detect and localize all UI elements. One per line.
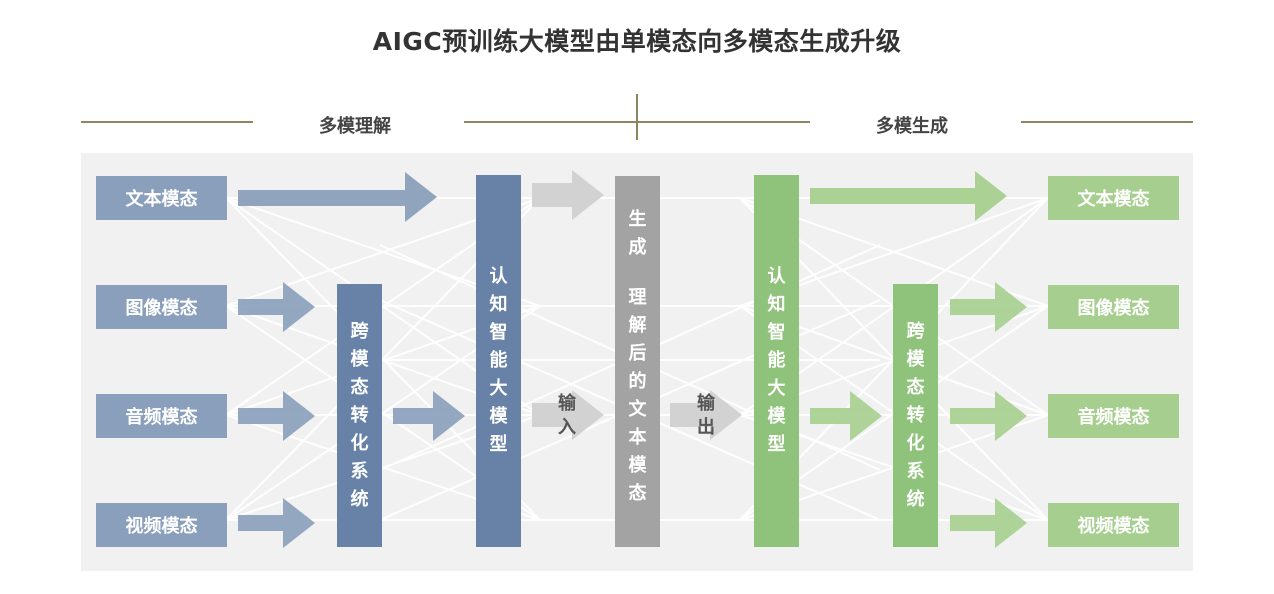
vertical-char: 型 (767, 434, 786, 455)
vertical-char: 理 (628, 287, 647, 308)
right-cross-modal-system: 跨模态转化系统 (893, 284, 938, 547)
vertical-char: 出 (697, 417, 715, 438)
arrow-image-output (950, 282, 1027, 332)
input-modality-image: 图像模态 (96, 285, 227, 329)
arrow-text-output (810, 171, 1007, 221)
vertical-char: 化 (350, 432, 369, 454)
arrow-output (670, 390, 742, 440)
vertical-char: 模 (628, 455, 647, 476)
right-cognitive-model: 认知智能大模型 (754, 175, 799, 547)
vertical-char: 文 (628, 399, 647, 420)
arrow-text-input (238, 172, 437, 222)
input-modality-text: 文本模态 (96, 176, 227, 220)
vertical-char: 输 (558, 393, 576, 414)
left-cognitive-model: 认知智能大模型 (476, 175, 521, 547)
input-modality-audio: 音频模态 (96, 394, 227, 438)
vertical-char: 系 (350, 460, 369, 482)
vertical-char: 统 (350, 488, 369, 510)
vertical-char: 大 (489, 378, 508, 399)
center-generate-label: 生成 (628, 206, 648, 262)
vertical-char: 智 (767, 322, 786, 343)
header-rule-right (1021, 121, 1193, 123)
center-understood-text-label: 理解后的文本模态 (628, 284, 648, 508)
arrow-input (532, 390, 604, 440)
vertical-char: 转 (350, 404, 369, 426)
arrow-audio-input (238, 391, 315, 441)
output-modality-audio: 音频模态 (1048, 394, 1179, 438)
vertical-char: 化 (906, 432, 925, 454)
arrow-model-to-cross (810, 391, 882, 441)
vertical-char: 解 (628, 315, 647, 336)
page-title: AIGC预训练大模型由单模态向多模态生成升级 (372, 27, 902, 56)
vertical-char: 入 (558, 417, 576, 438)
vertical-char: 态 (350, 376, 369, 398)
vertical-char: 模 (489, 406, 508, 427)
output-modality-text: 文本模态 (1048, 176, 1179, 220)
vertical-char: 认 (489, 266, 508, 287)
vertical-char: 本 (628, 427, 647, 448)
vertical-char: 能 (489, 350, 508, 371)
vertical-char: 转 (906, 404, 925, 426)
vertical-char: 态 (628, 483, 647, 504)
input-modality-video: 视频模态 (96, 503, 227, 547)
vertical-char: 知 (767, 294, 786, 315)
vertical-char: 能 (767, 350, 786, 371)
vertical-char: 知 (489, 294, 508, 315)
vertical-char: 大 (767, 378, 786, 399)
arrow-audio-output (950, 391, 1027, 441)
header-rule-left-1 (81, 121, 253, 123)
vertical-char: 智 (489, 322, 508, 343)
vertical-char: 跨 (906, 320, 925, 342)
section-generation: 多模生成 (876, 116, 948, 137)
vertical-char: 型 (489, 434, 508, 455)
vertical-char: 后 (628, 343, 647, 364)
vertical-char: 跨 (350, 320, 369, 342)
vertical-char: 态 (906, 376, 925, 398)
input-label: 输入 (558, 392, 576, 440)
vertical-char: 统 (906, 488, 925, 510)
section-understanding: 多模理解 (319, 116, 391, 137)
left-cross-modal-system: 跨模态转化系统 (337, 284, 382, 547)
output-label: 输出 (697, 392, 715, 440)
vertical-char: 成 (628, 237, 647, 258)
arrow-image-input (238, 282, 315, 332)
vertical-char: 模 (767, 406, 786, 427)
header-divider (636, 94, 638, 140)
vertical-char: 的 (628, 371, 647, 392)
vertical-char: 模 (350, 348, 369, 370)
vertical-char: 系 (906, 460, 925, 482)
arrow-generate (532, 170, 604, 220)
vertical-char: 模 (906, 348, 925, 370)
vertical-char: 生 (628, 209, 647, 230)
output-modality-video: 视频模态 (1048, 503, 1179, 547)
vertical-char: 认 (767, 266, 786, 287)
output-modality-image: 图像模态 (1048, 285, 1179, 329)
arrow-video-input (238, 498, 315, 548)
vertical-char: 输 (697, 393, 715, 414)
arrow-video-output (950, 498, 1027, 548)
center-text-modality-block: 生成 理解后的文本模态 (615, 176, 660, 547)
arrow-cross-to-model (393, 391, 465, 441)
